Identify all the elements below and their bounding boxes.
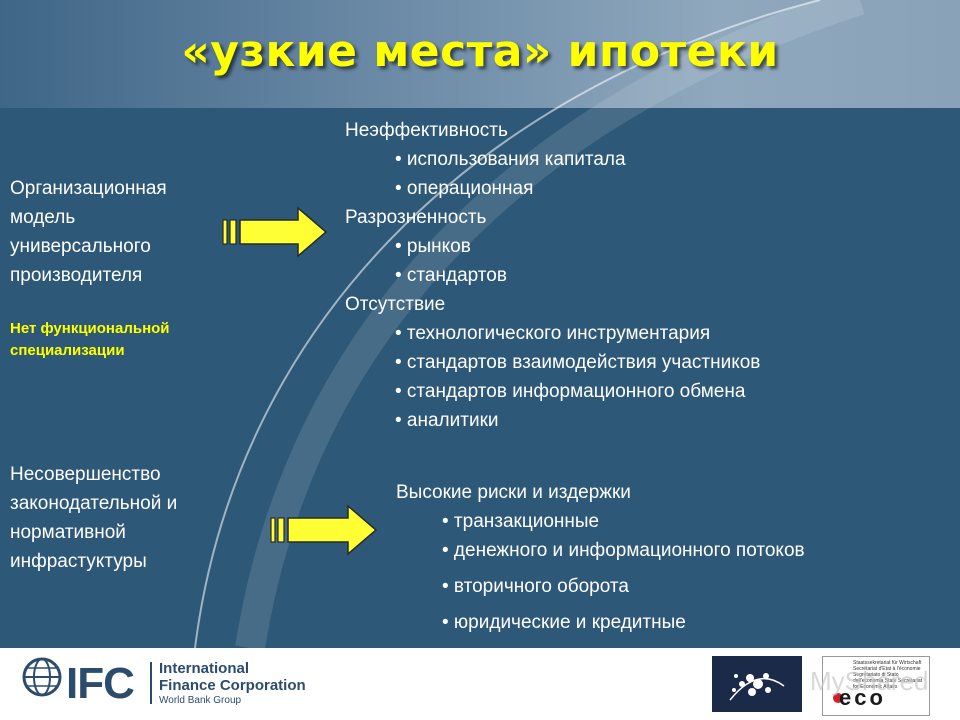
seco-small-text: Staatssekretariat für Wirtschaft Secréta… bbox=[853, 660, 923, 690]
group-heading: Разрозненность bbox=[345, 207, 487, 228]
left-item-2-line: нормативной bbox=[10, 522, 126, 543]
bullet-item: • использования капитала bbox=[395, 149, 626, 170]
ifc-group: World Bank Group bbox=[159, 695, 242, 706]
ifc-logo-text: IFC bbox=[66, 659, 135, 708]
bullet-item: • аналитики bbox=[395, 410, 499, 431]
bullet-item: • рынков bbox=[395, 236, 471, 257]
bullet-item: • стандартов взаимодействия участников bbox=[395, 352, 761, 373]
note-line: специализации bbox=[10, 342, 125, 359]
ifc-name: International Finance Corporation bbox=[159, 660, 306, 694]
watermark: MyShared bbox=[810, 666, 929, 696]
left-item-1-note: Нет функциональной специализации bbox=[10, 318, 240, 362]
ifc-name-line: Finance Corporation bbox=[159, 677, 306, 694]
bullet-item: • стандартов bbox=[395, 265, 507, 286]
left-item-2: Несовершенство законодательной и нормати… bbox=[10, 460, 235, 576]
bullet-item: • денежного и информационного потоков bbox=[442, 540, 805, 561]
arrow-right-icon bbox=[222, 206, 328, 258]
group-heading: Неэффективность bbox=[345, 120, 508, 141]
note-line: Нет функциональной bbox=[10, 320, 170, 337]
left-item-1-line: универсального bbox=[10, 236, 151, 257]
left-item-1-line: производителя bbox=[10, 265, 143, 286]
swirl-logo-icon bbox=[729, 673, 785, 701]
left-item-2-line: инфрастуктуры bbox=[10, 551, 147, 572]
footer-logos: IFC International Finance Corporation Wo… bbox=[0, 648, 960, 720]
left-item-2-line: законодательной и bbox=[10, 493, 178, 514]
header-band bbox=[0, 0, 960, 108]
consequences-block-2: Высокие риски и издержки • транзакционны… bbox=[396, 478, 956, 637]
arrow-right-icon bbox=[270, 504, 378, 556]
left-item-1-line: модель bbox=[10, 207, 76, 228]
globe-icon bbox=[22, 657, 62, 697]
logo-divider bbox=[150, 662, 152, 704]
left-item-1-line: Организационная bbox=[10, 178, 167, 199]
bullet-item: • операционная bbox=[395, 178, 534, 199]
left-item-2-line: Несовершенство bbox=[10, 464, 161, 485]
seco-logo-text: eco bbox=[839, 685, 886, 710]
bullet-item: • юридические и кредитные bbox=[442, 612, 686, 633]
bullet-item: • технологического инструментария bbox=[395, 323, 711, 344]
consequences-block-1: Неэффективность • использования капитала… bbox=[345, 116, 945, 435]
ifc-name-line: International bbox=[159, 660, 250, 677]
decorative-arc bbox=[194, 0, 865, 648]
group-heading: Отсутствие bbox=[345, 294, 446, 315]
seco-logo: Staatssekretariat für Wirtschaft Secréta… bbox=[822, 656, 930, 716]
bullet-item: • вторичного оборота bbox=[442, 576, 629, 597]
seco-dot-icon bbox=[833, 693, 843, 703]
bullet-item: • транзакционные bbox=[442, 511, 600, 532]
bullet-item: • стандартов информационного обмена bbox=[395, 381, 746, 402]
group-heading: Высокие риски и издержки bbox=[396, 482, 631, 503]
left-item-1: Организационная модель универсального пр… bbox=[10, 174, 225, 290]
slide-title: «узкие места» ипотеки bbox=[181, 26, 779, 77]
partner-logo bbox=[712, 656, 802, 712]
